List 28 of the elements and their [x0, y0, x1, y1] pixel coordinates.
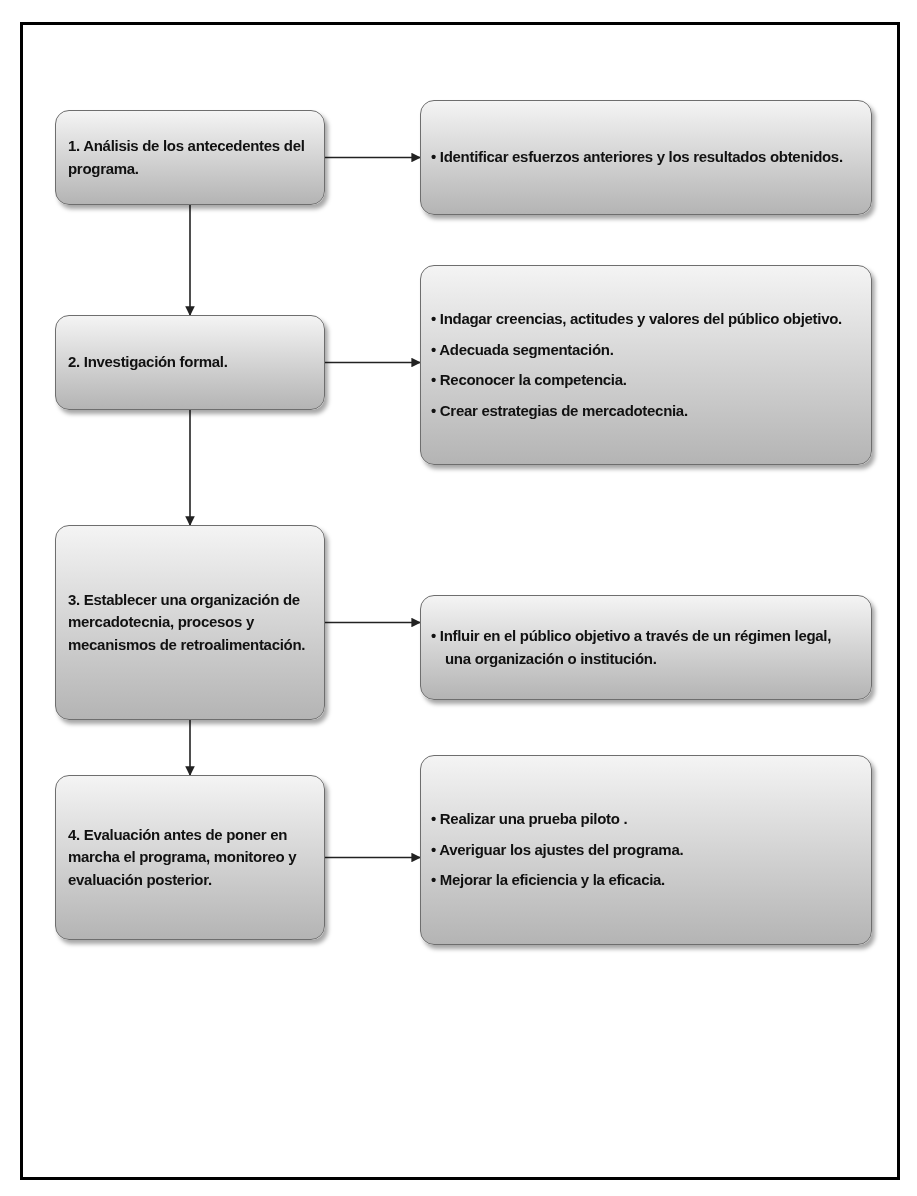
process-box [55, 110, 325, 205]
process-box [55, 525, 325, 720]
arrow [185, 719, 195, 776]
bullet-item: • Mejorar la eficiencia y la eficacia. [431, 870, 666, 891]
bullet-item: • Realizar una prueba piloto . [431, 809, 629, 830]
arrow [324, 357, 421, 368]
process-box [55, 315, 325, 410]
arrow [324, 617, 421, 628]
bullet-item: • Indagar creencias, actitudes y valores del público objetivo. [431, 309, 843, 329]
process-box [420, 755, 872, 945]
bullet-item: • Reconocer la competencia. [431, 370, 628, 390]
step-text: 4. Evaluación antes de poner en marcha el programa, monitoreo y evaluación posterior. [68, 824, 298, 890]
bullet-item: • Influir en el público objetivo a través de un régimen legal, una organización o institución. [431, 626, 833, 669]
step-text: 2. Investigación formal. [68, 352, 229, 373]
bullet-item: • Identificar esfuerzos anteriores y los resultados obtenidos. [431, 147, 844, 168]
arrow [185, 204, 195, 316]
arrow [185, 409, 195, 526]
arrow [324, 852, 421, 863]
arrow [324, 152, 421, 163]
bullet-item: • Averiguar los ajustes del programa. [431, 839, 685, 860]
process-box [55, 775, 325, 940]
process-box [420, 265, 872, 465]
process-box [420, 100, 872, 215]
process-box [420, 595, 872, 700]
bullet-item: • Adecuada segmentación. [431, 339, 615, 360]
step-text: 3. Establecer una organización de mercadotecnia, procesos y mecanismos de retroalimentación. [68, 589, 307, 655]
step-text: 1. Análisis de los antecedentes del programa. [68, 136, 306, 179]
bullet-item: • Crear estrategias de mercadotecnia. [431, 400, 689, 421]
